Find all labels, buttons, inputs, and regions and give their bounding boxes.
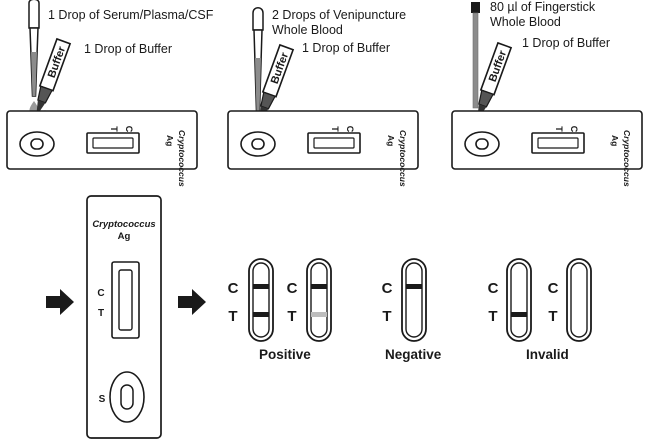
test-cassette: T C Cryptococcus Ag xyxy=(6,110,198,187)
invalid-label: Invalid xyxy=(526,347,569,362)
svg-text:Ag: Ag xyxy=(610,135,620,146)
result-positive-weak: C T xyxy=(287,258,332,342)
arrow-right-icon xyxy=(46,289,74,315)
fingerstick-drop-label-line2: Whole Blood xyxy=(490,15,561,29)
svg-text:Cryptococcus: Cryptococcus xyxy=(622,130,632,187)
svg-text:T: T xyxy=(554,126,564,132)
svg-text:C: C xyxy=(345,126,355,133)
svg-text:Ag: Ag xyxy=(165,135,175,146)
result-negative: C T xyxy=(382,258,427,342)
serum-drop-label: 1 Drop of Serum/Plasma/CSF xyxy=(48,8,214,22)
svg-text:C: C xyxy=(228,280,239,297)
positive-label: Positive xyxy=(259,347,311,362)
svg-text:T: T xyxy=(287,308,296,325)
svg-text:C: C xyxy=(124,126,134,133)
svg-text:C: C xyxy=(287,280,298,297)
buffer-drop-label: 1 Drop of Buffer xyxy=(522,36,611,50)
svg-text:C: C xyxy=(488,280,499,297)
svg-text:Ag: Ag xyxy=(386,135,396,146)
buffer-bottle-icon: Buffer xyxy=(471,42,512,119)
fingerstick-drop-label-line1: 80 µl of Fingerstick xyxy=(490,0,596,14)
svg-text:Cryptococcus: Cryptococcus xyxy=(398,130,408,187)
venipuncture-drop-label-line2: Whole Blood xyxy=(272,23,343,37)
svg-text:T: T xyxy=(382,308,391,325)
svg-text:T: T xyxy=(109,126,119,132)
svg-text:T: T xyxy=(488,308,497,325)
panel-fingerstick: Buffer T C Cryptococcus Ag xyxy=(451,2,643,187)
capillary-tube-icon xyxy=(471,2,480,109)
venipuncture-drop-label-line1: 2 Drops of Venipuncture xyxy=(272,8,407,22)
svg-text:C: C xyxy=(97,288,104,299)
svg-text:C: C xyxy=(548,280,559,297)
pipette-icon xyxy=(28,0,40,97)
svg-text:Ag: Ag xyxy=(118,231,131,242)
test-cassette: T C Cryptococcus Ag xyxy=(227,110,419,187)
svg-text:T: T xyxy=(228,308,237,325)
result-invalid-test-only: C T xyxy=(488,258,532,342)
svg-text:Cryptococcus: Cryptococcus xyxy=(92,219,155,230)
svg-text:C: C xyxy=(382,280,393,297)
result-invalid-no-lines: C T xyxy=(548,258,592,342)
svg-text:C: C xyxy=(569,126,579,133)
svg-text:T: T xyxy=(548,308,557,325)
negative-label: Negative xyxy=(385,347,442,362)
arrow-right-icon xyxy=(178,289,206,315)
svg-text:T: T xyxy=(330,126,340,132)
result-positive-strong: C T xyxy=(228,258,274,342)
buffer-drop-label: 1 Drop of Buffer xyxy=(84,42,173,56)
svg-text:T: T xyxy=(98,308,104,319)
panel-serum: Buffer T C Cryptococcus Ag xyxy=(6,0,198,187)
svg-text:Cryptococcus: Cryptococcus xyxy=(177,130,187,187)
buffer-drop-label: 1 Drop of Buffer xyxy=(302,41,391,55)
pipette-icon xyxy=(252,7,264,113)
vertical-test-cassette: Cryptococcus Ag C T S xyxy=(86,195,162,439)
svg-text:S: S xyxy=(99,394,106,405)
test-cassette: T C Cryptococcus Ag xyxy=(451,110,643,187)
